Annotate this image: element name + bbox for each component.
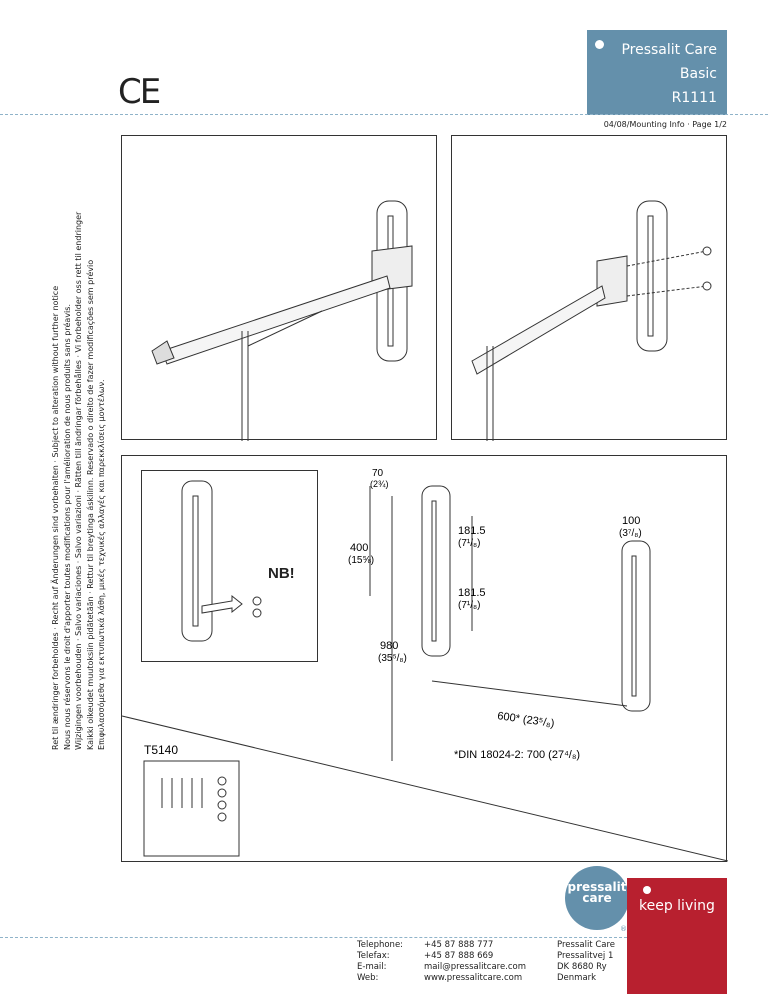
brand-code: R1111	[671, 90, 717, 106]
web-link[interactable]: www.pressalitcare.com	[424, 973, 523, 983]
kit-label: T5140	[144, 743, 178, 757]
label: E-mail:	[357, 962, 387, 972]
din-note: *DIN 18024-2: 700 (27⁴/₈)	[454, 749, 580, 761]
brand-company: Pressalit Care	[621, 42, 717, 58]
disclaimer-line: Nous nous réservons le droit d'apporter …	[62, 304, 72, 750]
address: Pressalit Care Pressalitvej 1 DK 8680 Ry…	[557, 940, 615, 984]
disclaimer-line: Επιφυλασσόμεθα για εκτυπωτικά λάθη, μικέ…	[97, 379, 106, 750]
dim-100: 100	[622, 515, 640, 527]
logo-text: pressalit	[567, 880, 627, 894]
dim-100-in: (3⁷/₈)	[619, 528, 642, 539]
dim-980: 980	[380, 640, 398, 652]
fax: +45 87 888 669	[424, 951, 494, 961]
address-line: Pressalit Care	[557, 940, 616, 950]
disclaimer-line: Wijzigingen voorbehouden · Salvo variaci…	[74, 211, 83, 750]
exploded-mount-illustration	[471, 200, 712, 441]
dim-400: 400	[350, 542, 368, 554]
dim-70-in: (2¾)	[370, 479, 389, 489]
dim-181-lower-in: (7¹/₈)	[458, 600, 480, 611]
label: Telephone:	[357, 940, 404, 950]
nb-label: NB!	[268, 565, 295, 582]
disclaimer-line: Kaikki oikeudet muutoksiin pidätetään · …	[85, 259, 95, 750]
label: Telefax:	[357, 951, 390, 961]
pressalit-care-logo: pressalit care	[565, 866, 629, 930]
slogan: keep living	[639, 898, 715, 914]
brand-box: Pressalit Care Basic R1111	[587, 30, 727, 115]
dimension-drawing: 70 (2¾) 100 (3⁷/₈) 400 (15⅝) 181.5 (7¹/₈…	[121, 468, 729, 862]
figure-step2	[451, 135, 727, 441]
header-divider	[0, 114, 768, 115]
dim-980-in: (35⁵/₈)	[378, 653, 407, 664]
contact-values: +45 87 888 777 +45 87 888 669 mail@press…	[424, 940, 526, 984]
address-line: Pressalitvej 1	[557, 951, 614, 961]
dim-600: 600* (23⁵/₈)	[497, 710, 556, 730]
brand-line: Basic	[679, 66, 717, 82]
inset-nb: NB!	[141, 470, 318, 662]
dot-icon	[595, 40, 604, 49]
dot-icon	[643, 886, 651, 894]
footer-divider	[0, 937, 627, 938]
disclaimer-line: Ret til ændringer forbeholdes · Recht au…	[51, 285, 60, 750]
label: Web:	[357, 973, 379, 983]
phone: +45 87 888 777	[424, 940, 494, 950]
grab-bar-illustration	[151, 200, 413, 441]
figure-step1	[121, 135, 437, 441]
address-line: Denmark	[557, 973, 597, 983]
registered-mark: ®	[620, 925, 627, 933]
inset-rail-illustration	[181, 480, 262, 642]
email-link[interactable]: mail@pressalitcare.com	[424, 962, 527, 972]
dim-181-upper: 181.5	[458, 525, 486, 537]
disclaimer: Ret til ændringer forbeholdes · Recht au…	[50, 211, 108, 750]
address-line: DK 8680 Ry	[557, 962, 607, 972]
logo-text: care	[582, 891, 612, 905]
slogan-box: keep living	[627, 878, 727, 994]
dim-400-in: (15⅝)	[348, 555, 374, 566]
dim-181-upper-in: (7¹/₈)	[458, 538, 480, 549]
page-info: 04/08/Mounting Info · Page 1/2	[603, 120, 727, 129]
dim-181-lower: 181.5	[458, 587, 486, 599]
contact-labels: Telephone: Telefax: E-mail: Web:	[357, 940, 403, 984]
dim-70: 70	[372, 468, 384, 479]
ce-mark: CE	[118, 72, 161, 112]
